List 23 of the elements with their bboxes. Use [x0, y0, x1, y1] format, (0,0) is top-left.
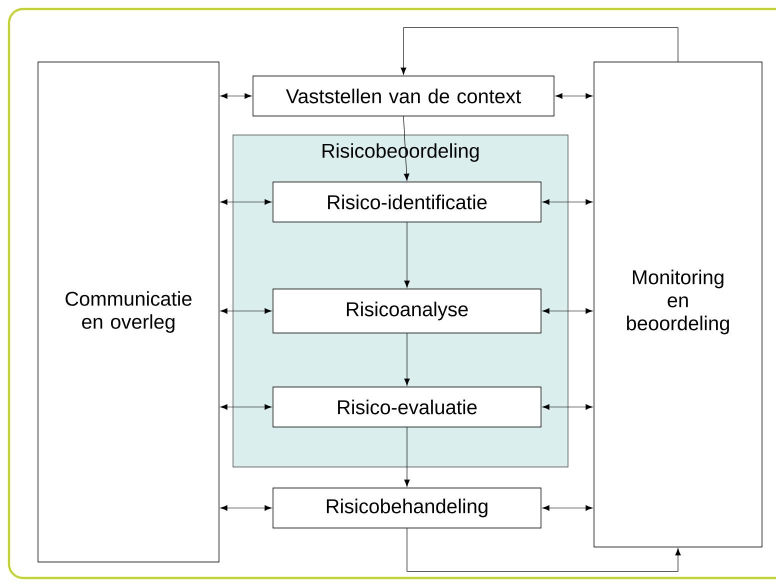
- arrow: [220, 199, 272, 205]
- arrow: [542, 308, 593, 314]
- arrow: [406, 528, 681, 572]
- arrow: [403, 116, 410, 181]
- process-box: Risicobehandeling: [272, 488, 542, 528]
- process-box: Risicoanalyse: [272, 288, 542, 334]
- arrow: [404, 427, 410, 487]
- process-box: Risico-identificatie: [272, 182, 542, 222]
- process-box: Risico-evaluatie: [272, 386, 542, 428]
- process-box: Monitoring en beoordeling: [594, 62, 762, 548]
- arrow: [220, 93, 252, 99]
- arrow: [400, 27, 678, 75]
- process-box: Communicatie en overleg: [38, 62, 220, 562]
- arrow: [542, 199, 593, 205]
- arrow: [555, 93, 593, 99]
- process-box: Vaststellen van de context: [252, 76, 554, 116]
- arrow: [220, 505, 272, 511]
- arrow: [404, 222, 410, 288]
- arrow: [404, 333, 410, 386]
- arrow: [220, 308, 272, 314]
- arrow: [220, 404, 272, 410]
- arrow: [542, 404, 593, 410]
- arrow: [542, 505, 593, 511]
